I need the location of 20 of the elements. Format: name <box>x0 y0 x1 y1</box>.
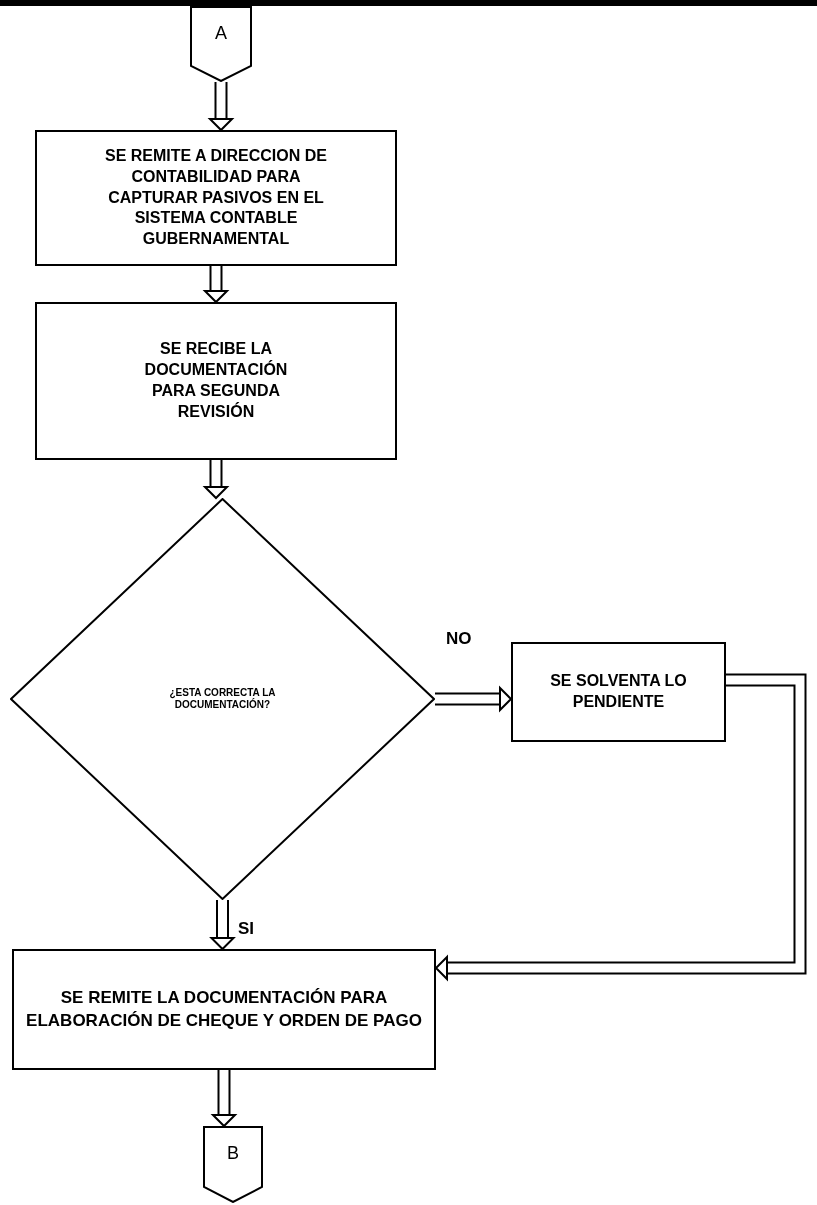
block-arrow <box>434 673 807 982</box>
block-arrow <box>210 1070 238 1128</box>
block-arrow <box>202 460 230 500</box>
node-text: A <box>215 23 227 43</box>
process-box <box>35 302 397 460</box>
edge-label: NO <box>446 630 472 647</box>
process-box <box>511 642 726 742</box>
node-text: B <box>227 1143 239 1163</box>
block-arrow <box>207 82 235 132</box>
edge-label: SI <box>238 920 255 937</box>
block-arrow <box>202 266 230 304</box>
process-box <box>35 130 397 266</box>
block-arrow <box>209 900 236 951</box>
block-arrow <box>435 685 513 713</box>
node-text: SE SOLVENTA LO PENDIENTE <box>549 671 688 712</box>
process-box <box>12 949 436 1070</box>
node-text: SE RECIBE LA DOCUMENTACIÓN PARA SEGUNDA REVISIÓN <box>143 339 289 422</box>
node-text: SE REMITE A DIRECCION DE CONTABILIDAD PARA CAPTURAR PASIVOS EN EL SISTEMA CONTABLE GUBERNAMENTAL <box>104 146 328 250</box>
node-text: ¿ESTA CORRECTA LA DOCUMENTACIÓN? <box>168 686 277 712</box>
node-text: SE REMITE LA DOCUMENTACIÓN PARA ELABORACIÓN DE CHEQUE Y ORDEN DE PAGO <box>26 987 422 1032</box>
